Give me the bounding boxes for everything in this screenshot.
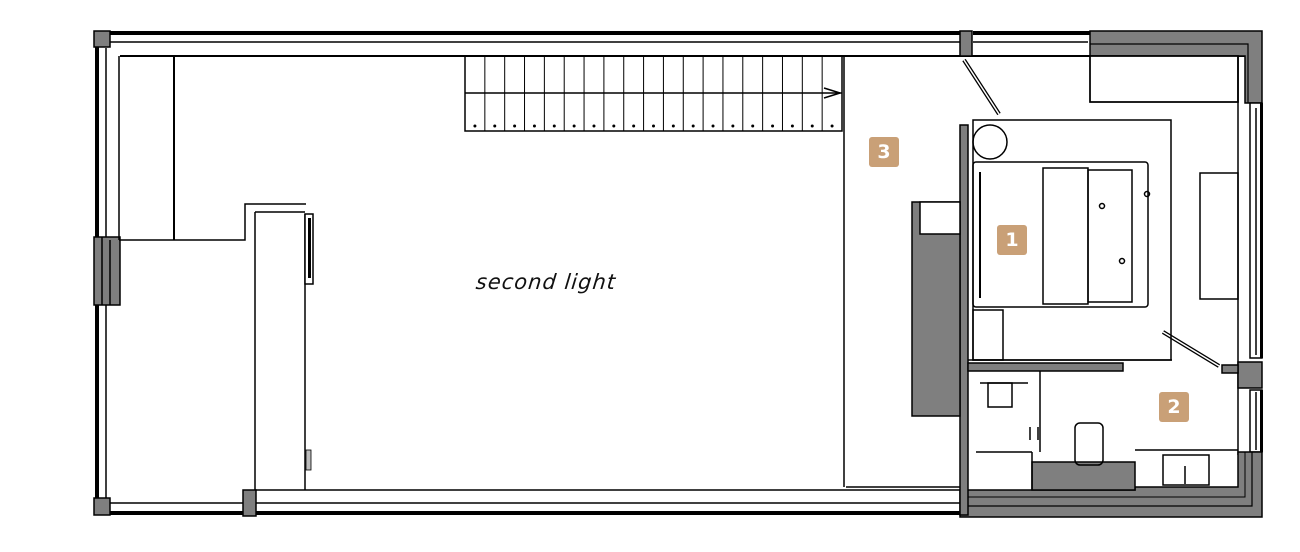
left-built-ins — [118, 56, 314, 490]
right-walls — [959, 30, 1263, 518]
interior-walls — [911, 124, 1238, 516]
doors — [962, 58, 1221, 368]
stair — [464, 55, 960, 488]
bathroom-fixtures — [980, 382, 1210, 486]
room-badge-3: 3 — [869, 137, 899, 167]
void-label: second light — [474, 270, 618, 294]
bedroom-furniture — [972, 55, 1239, 361]
exterior-walls — [93, 30, 1245, 517]
room-badge-2: 2 — [1159, 392, 1189, 422]
room-badge-1: 1 — [997, 225, 1027, 255]
